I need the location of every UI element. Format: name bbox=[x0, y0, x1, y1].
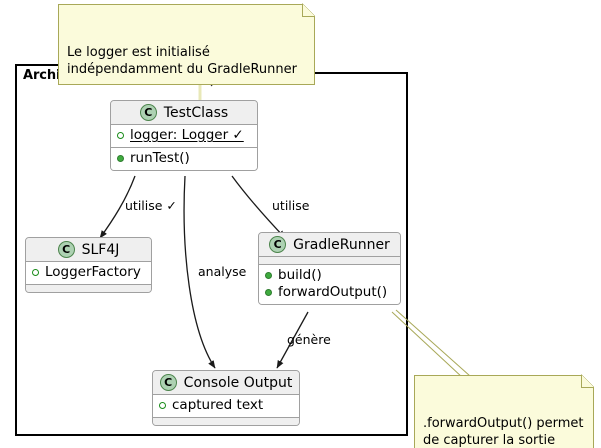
method-row: runTest() bbox=[117, 150, 251, 167]
class-stereotype-icon: C bbox=[159, 374, 177, 391]
methods-compartment-testclass: runTest() bbox=[111, 148, 257, 170]
class-name-gradlerunner: GradleRunner bbox=[293, 236, 390, 253]
note-bottom-text: .forwardOutput() permet de capturer la s… bbox=[423, 416, 584, 448]
methods-compartment-gradlerunner: build() forwardOutput() bbox=[259, 265, 400, 304]
divider bbox=[111, 124, 257, 125]
class-name-slf4j: SLF4J bbox=[81, 241, 120, 258]
class-header-testclass: C TestClass bbox=[111, 101, 257, 124]
class-name-console-output: Console Output bbox=[183, 374, 293, 391]
class-header-console-output: C Console Output bbox=[153, 371, 299, 394]
class-box-console-output[interactable]: C Console Output captured text bbox=[152, 370, 300, 426]
note-top: Le logger est initialisé indépendamment … bbox=[58, 3, 315, 85]
divider bbox=[111, 147, 257, 148]
class-stereotype-icon: C bbox=[57, 241, 75, 258]
divider bbox=[153, 394, 299, 395]
attribute-label: logger: Logger ✓ bbox=[130, 127, 244, 143]
divider bbox=[259, 264, 400, 265]
class-box-slf4j[interactable]: C SLF4J LoggerFactory bbox=[25, 237, 152, 293]
attribute-row: LoggerFactory bbox=[32, 264, 145, 281]
method-row: build() bbox=[265, 267, 394, 284]
attribute-label: captured text bbox=[172, 397, 264, 413]
class-box-testclass[interactable]: C TestClass logger: Logger ✓ runTest() bbox=[110, 100, 258, 171]
divider bbox=[153, 417, 299, 418]
note-fold-corner bbox=[302, 3, 315, 17]
class-header-slf4j: C SLF4J bbox=[26, 238, 151, 261]
attribute-label: LoggerFactory bbox=[45, 264, 141, 280]
attribute-row: logger: Logger ✓ bbox=[117, 127, 251, 144]
attributes-compartment-slf4j: LoggerFactory bbox=[26, 262, 151, 284]
note-top-text: Le logger est initialisé indépendamment … bbox=[67, 45, 297, 77]
edge-label-analyse: analyse bbox=[198, 264, 247, 279]
visibility-public-icon bbox=[265, 289, 272, 296]
method-row: forwardOutput() bbox=[265, 284, 394, 301]
class-header-gradlerunner: C GradleRunner bbox=[259, 233, 400, 256]
class-stereotype-icon: C bbox=[269, 236, 287, 253]
class-stereotype-icon: C bbox=[139, 104, 157, 121]
method-label: runTest() bbox=[130, 150, 190, 166]
methods-compartment-slf4j bbox=[26, 285, 151, 292]
method-label: forwardOutput() bbox=[278, 284, 388, 300]
attribute-row: captured text bbox=[159, 397, 293, 414]
attributes-compartment-testclass: logger: Logger ✓ bbox=[111, 125, 257, 147]
visibility-public-icon bbox=[117, 155, 124, 162]
visibility-protected-icon bbox=[159, 402, 166, 409]
visibility-protected-icon bbox=[32, 269, 39, 276]
attributes-compartment-console-output: captured text bbox=[153, 395, 299, 417]
note-fold-corner bbox=[581, 374, 594, 388]
method-label: build() bbox=[278, 267, 322, 283]
divider bbox=[26, 284, 151, 285]
edge-label-utilise-slf4j: utilise ✓ bbox=[125, 198, 177, 213]
attributes-compartment-gradlerunner bbox=[259, 257, 400, 264]
class-name-testclass: TestClass bbox=[163, 104, 229, 121]
visibility-public-icon bbox=[265, 272, 272, 279]
note-bottom: .forwardOutput() permet de capturer la s… bbox=[414, 374, 594, 448]
methods-compartment-console-output bbox=[153, 418, 299, 425]
edge-label-genere: génère bbox=[287, 332, 331, 347]
visibility-protected-icon bbox=[117, 132, 124, 139]
class-box-gradlerunner[interactable]: C GradleRunner build() forwardOutput() bbox=[258, 232, 401, 305]
edge-label-utilise-gradlerunner: utilise bbox=[272, 198, 310, 213]
divider bbox=[26, 261, 151, 262]
divider bbox=[259, 256, 400, 257]
